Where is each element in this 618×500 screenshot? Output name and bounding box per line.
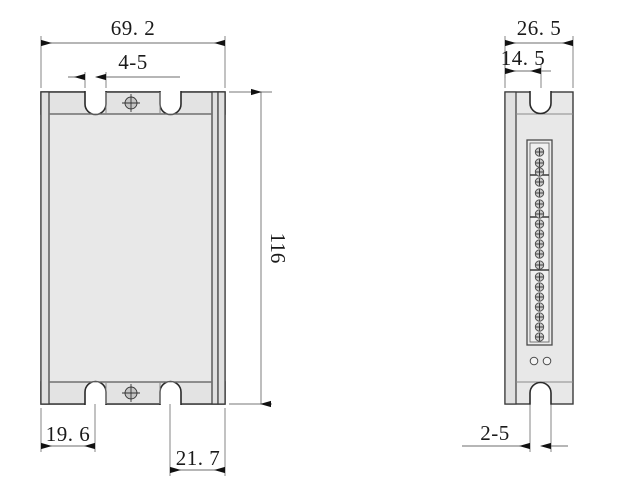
dim-label-overall-height: 116 — [266, 233, 290, 264]
screw-terminal-icon — [534, 188, 545, 198]
screw-terminal-icon — [534, 158, 545, 168]
screw-terminal-icon — [534, 147, 545, 157]
led-circle-icon-1 — [529, 356, 539, 366]
screw-terminal-icon — [534, 332, 545, 342]
left-rail-strip — [40, 91, 50, 405]
front-view-group: 69. 2 4-5 116 19. 6 21. 7 — [40, 16, 290, 476]
screw-terminal-icon — [534, 239, 545, 249]
screw-terminal-icon — [534, 282, 545, 292]
screw-terminal-icon — [534, 199, 545, 209]
screw-terminal-icon — [534, 167, 545, 177]
screw-terminal-icon — [534, 249, 545, 259]
side-view-group: 26. 5 14. 5 2-5 — [462, 16, 574, 452]
screw-terminal-icon — [534, 302, 545, 312]
screw-terminal-icon — [534, 322, 545, 332]
crosshair-circle-icon-bottom — [122, 384, 140, 402]
top-notch-left — [84, 91, 107, 116]
dim-label-overall-width: 69. 2 — [111, 16, 156, 40]
led-indicators — [529, 356, 552, 366]
right-rail-strip — [211, 91, 219, 405]
front-body-plate — [40, 91, 226, 405]
screw-terminal-icon — [534, 260, 545, 270]
screw-terminal-icon — [534, 292, 545, 302]
screw-terminal-icon — [534, 209, 545, 219]
top-notch-right — [159, 91, 182, 116]
bottom-notch-right — [159, 380, 182, 405]
side-bottom-notch — [529, 381, 552, 405]
led-circle-icon-2 — [542, 356, 552, 366]
screw-terminal-icon — [534, 177, 545, 187]
side-top-notch — [529, 91, 552, 115]
dim-label-slot-spacing: 21. 7 — [176, 446, 221, 470]
screw-terminal-icon — [534, 312, 545, 322]
screw-terminal-icon — [534, 219, 545, 229]
dim-label-notch-offset: 14. 5 — [501, 46, 546, 70]
dim-label-slot-width: 4-5 — [118, 50, 148, 74]
screw-terminal-icon — [534, 272, 545, 282]
bottom-notch-left — [84, 380, 107, 405]
crosshair-circle-icon-top — [122, 94, 140, 112]
screw-terminal-icon — [534, 229, 545, 239]
screw-terminal-icon-list — [534, 147, 545, 342]
dim-label-bottom-slot-width: 2-5 — [480, 421, 510, 445]
dim-label-left-offset: 19. 6 — [46, 422, 91, 446]
side-left-rail — [504, 91, 517, 405]
dim-label-overall-depth: 26. 5 — [517, 16, 562, 40]
right-rail-strip-outer — [217, 91, 226, 405]
